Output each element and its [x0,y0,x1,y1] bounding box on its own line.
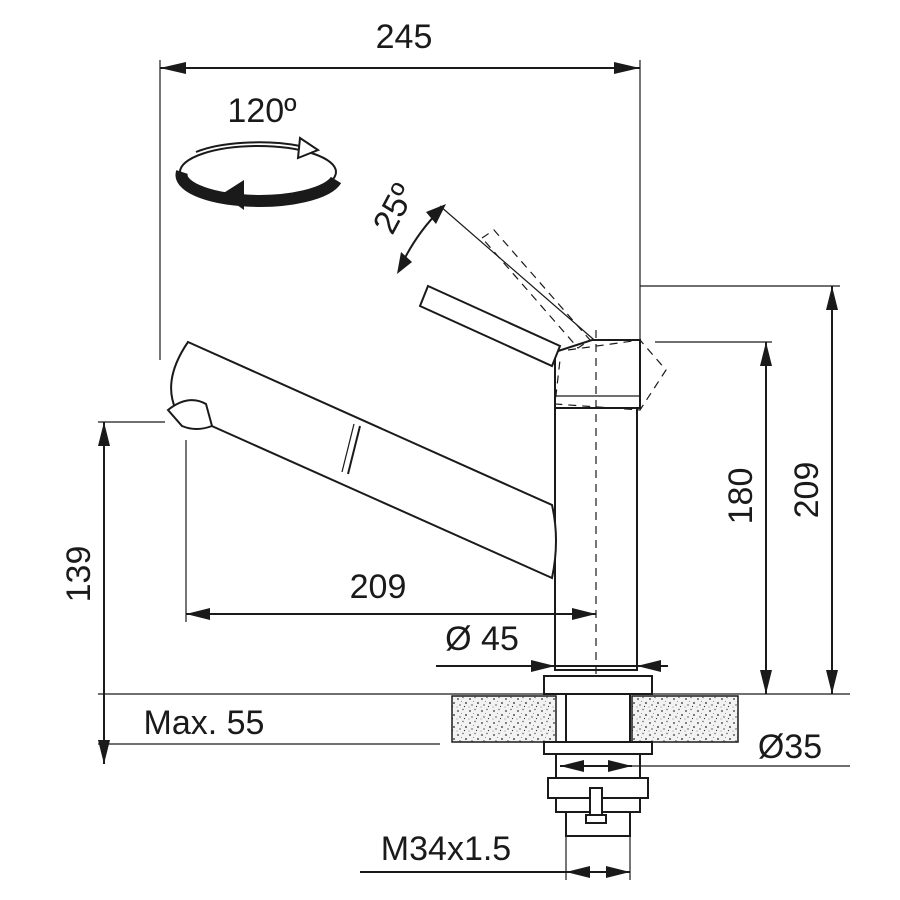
lever-angle-label: 25º [366,178,423,240]
total-height-dimension: 209 [640,285,840,694]
overall-reach-dimension: 245 [159,18,641,360]
body-height-dimension: 180 [655,341,772,694]
swivel-angle-label: 120º [227,92,296,130]
overall-reach-label: 245 [376,18,433,56]
max-thickness-label: Max. 55 [144,704,265,742]
total-height-label: 209 [788,462,826,519]
thread-label: M34x1.5 [381,830,511,868]
swivel-rotation-icon: 120º [175,92,342,210]
body-diameter-dimension: Ø 45 [436,620,668,672]
spout-reach-label: 209 [350,568,407,606]
thread-dimension: M34x1.5 [360,830,631,880]
countertop: Max. 55 [98,693,850,745]
spout-reach-dimension: 209 [185,440,596,622]
faucet-body [418,229,667,785]
spout-height-label: 139 [60,546,98,603]
spout-height-dimension: 139 [60,421,165,764]
body-height-label: 180 [722,468,760,525]
hole-diameter-dimension: Ø35 [560,728,850,772]
hole-diameter-label: Ø35 [758,728,822,766]
faucet-spout [166,340,557,580]
body-diameter-label: Ø 45 [445,620,519,658]
lever-angle-dimension: 25º [366,178,601,346]
mounting-hardware [543,675,653,837]
